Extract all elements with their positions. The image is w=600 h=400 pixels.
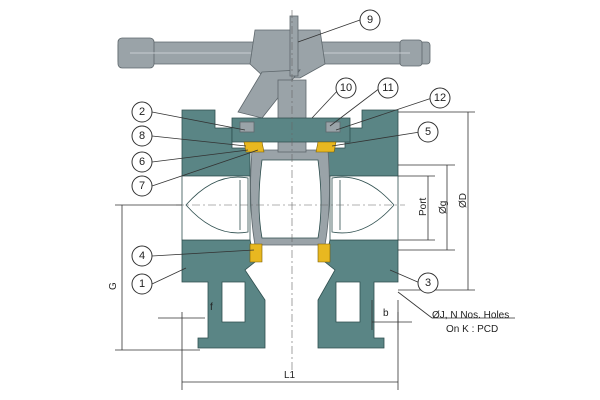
callout-4: 4 [131, 245, 153, 267]
dim-g-small-label: Øg [438, 201, 449, 214]
callout-1-label: 1 [139, 278, 145, 290]
callout-10-label: 10 [340, 82, 352, 94]
callout-leaders [151, 19, 433, 285]
callout-9: 9 [359, 9, 381, 31]
callout-9-label: 9 [367, 14, 373, 26]
callout-4-label: 4 [139, 250, 145, 262]
callout-8: 8 [131, 125, 153, 147]
callout-6: 6 [131, 151, 153, 173]
dimension-labels: G L1 Port Øg ØD f b ØJ, N Nos. Holes On … [108, 193, 509, 381]
pcd-label: On K : PCD [446, 324, 498, 335]
callout-1: 1 [131, 273, 153, 295]
valve-plug [185, 149, 395, 246]
callout-5: 5 [417, 121, 439, 143]
callout-12-label: 12 [434, 92, 446, 104]
lever-handle [117, 15, 431, 119]
callout-7: 7 [131, 175, 153, 197]
dimension-lines [115, 111, 515, 390]
dim-d-label: ØD [458, 193, 469, 208]
callout-3-label: 3 [425, 277, 431, 289]
callout-2-label: 2 [139, 106, 145, 118]
callout-6-label: 6 [139, 156, 145, 168]
callout-11-label: 11 [382, 82, 393, 94]
dim-f-label: f [210, 302, 213, 313]
dim-port-label: Port [418, 197, 429, 216]
callout-7-label: 7 [139, 180, 145, 192]
callout-12: 12 [429, 87, 451, 109]
callout-3: 3 [417, 272, 439, 294]
callout-2: 2 [131, 101, 153, 123]
dim-g-label: G [108, 282, 119, 290]
callout-8-label: 8 [139, 130, 145, 142]
dim-b-label: b [383, 308, 389, 319]
seal-rings [243, 141, 337, 263]
callout-11: 11 [377, 77, 399, 99]
callout-10: 10 [335, 77, 357, 99]
holes-label: ØJ, N Nos. Holes [432, 310, 509, 321]
callout-5-label: 5 [425, 126, 431, 138]
stem-and-cover [231, 79, 351, 153]
dim-l1-label: L1 [284, 370, 296, 381]
